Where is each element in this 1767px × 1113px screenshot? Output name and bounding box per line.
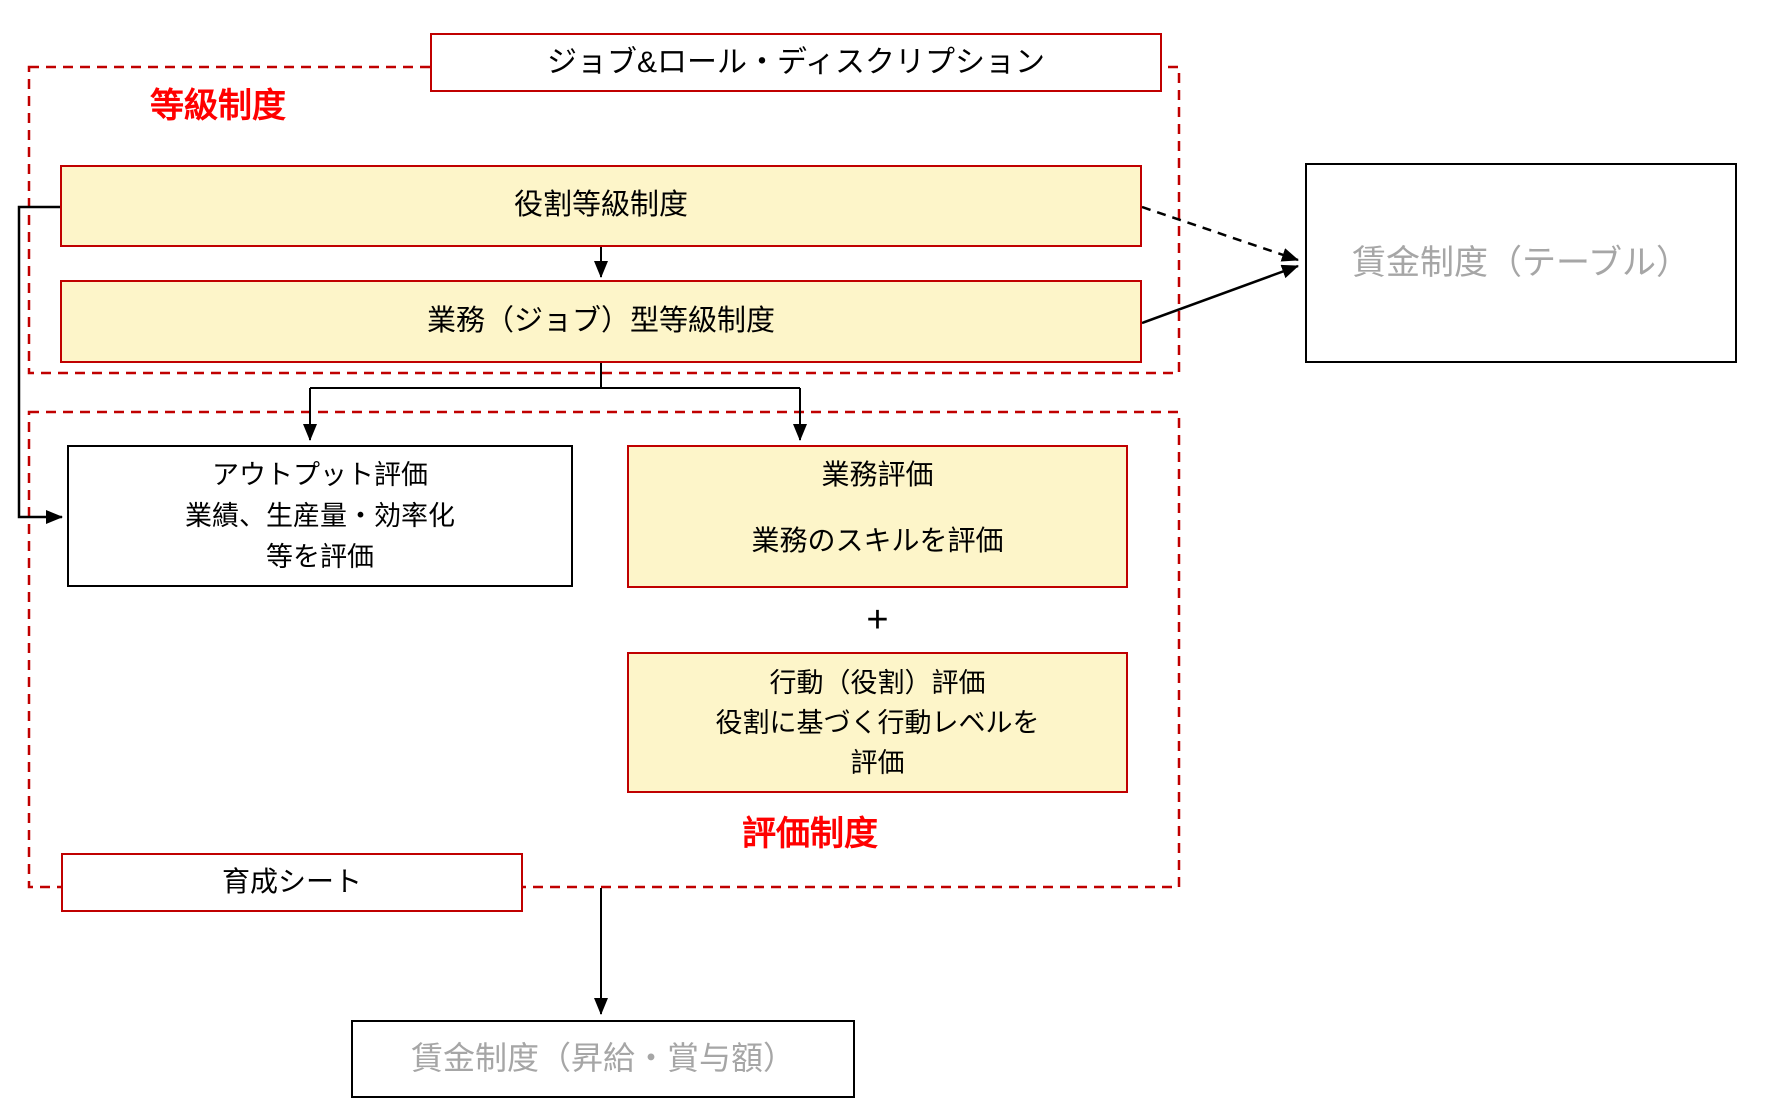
output-evaluation-box: アウトプット評価 業績、生産量・効率化 等を評価 [67,445,573,587]
development-sheet-label: 育成シート [221,866,362,898]
job-role-description-label: ジョブ&ロール・ディスクリプション [547,46,1045,79]
wage-amount-box: 賃金制度（昇給・賞与額） [351,1020,855,1098]
evaluation-system-dashed-container [27,410,1181,889]
output-eval-line2: 業績、生産量・効率化 [185,500,455,531]
job-role-description-box: ジョブ&ロール・ディスクリプション [430,33,1162,92]
job-eval-line1: 業務評価 [821,459,934,490]
job-grade-box: 業務（ジョブ）型等級制度 [60,280,1142,363]
behavior-evaluation-box: 行動（役割）評価 役割に基づく行動レベルを 評価 [627,652,1128,793]
behavior-eval-line3: 評価 [850,747,905,778]
dashed-arrow-role-to-wage-table [1141,205,1299,262]
role-grade-box: 役割等級制度 [60,165,1142,247]
grade-system-dashed-container [27,65,1181,375]
grade-system-section-label: 等級制度 [150,87,286,125]
role-grade-label: 役割等級制度 [513,189,688,222]
wage-amount-label: 賃金制度（昇給・賞与額） [410,1040,795,1077]
job-eval-line2: 業務のスキルを評価 [751,525,1004,557]
wage-table-box: 賃金制度（テーブル） [1305,163,1737,363]
output-eval-line3: 等を評価 [266,541,374,572]
job-grade-label: 業務（ジョブ）型等級制度 [426,304,775,337]
output-eval-line1: アウトプット評価 [212,459,428,490]
evaluation-system-section-label: 評価制度 [742,815,878,853]
arrow-role-to-output-eval [17,205,63,524]
development-sheet-box: 育成シート [61,853,523,912]
behavior-eval-line1: 行動（役割）評価 [769,667,986,698]
wage-table-label: 賃金制度（テーブル） [1352,243,1690,282]
job-evaluation-box: 業務評価 業務のスキルを評価 [627,445,1128,588]
arrow-job-to-wage-table [1141,264,1299,325]
plus-sign: + [866,598,889,641]
behavior-eval-line2: 役割に基づく行動レベルを [715,707,1040,738]
